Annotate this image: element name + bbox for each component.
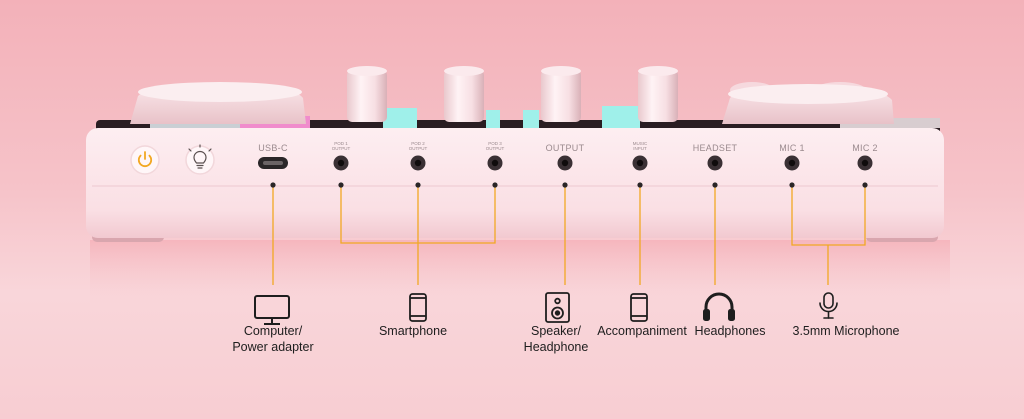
port-label-mic-1: MIC 1 [779, 143, 805, 153]
device-label-headphones: Headphones [694, 324, 766, 338]
lightbulb-icon [188, 144, 212, 169]
teal-fader [383, 108, 417, 130]
connector-dot [862, 182, 868, 188]
jack-pod3-output[interactable] [487, 155, 503, 171]
jack-pod2-output[interactable] [410, 155, 426, 171]
connector-dot [637, 182, 643, 188]
jack-headset[interactable] [707, 155, 723, 171]
knob-2 [444, 66, 484, 122]
port-label-mic-2: MIC 2 [852, 143, 878, 153]
port-label-output: OUTPUT [545, 143, 585, 153]
connector-dot [712, 182, 718, 188]
jack-mic-1[interactable] [784, 155, 800, 171]
connector-dot [338, 182, 344, 188]
knob-3 [541, 66, 581, 122]
speaker-icon [545, 292, 570, 323]
knob-4 [638, 66, 678, 122]
device-label-microphone: 3.5mm Microphone [792, 324, 900, 338]
connector-dot [789, 182, 795, 188]
device-label-speaker: Speaker/ Headphone [523, 324, 589, 354]
port-label-pod2-output: POD 2 OUTPUT [408, 141, 428, 151]
port-label-usb-c: USB-C [258, 143, 288, 153]
microphone-icon [819, 292, 838, 319]
floor-reflection [90, 240, 950, 310]
device-label-smartphone: Smartphone [378, 324, 448, 338]
connector-dot [492, 182, 498, 188]
port-label-pod3-output: POD 3 OUTPUT [485, 141, 505, 151]
connector-dot [562, 182, 568, 188]
jack-music-input[interactable] [632, 155, 648, 171]
device-body [86, 128, 944, 238]
power-button[interactable] [130, 145, 160, 175]
device-label-accompaniment: Accompaniment [597, 324, 687, 338]
port-label-headset: HEADSET [692, 143, 738, 153]
connector-dot [415, 182, 421, 188]
jack-pod1-output[interactable] [333, 155, 349, 171]
left-rotary-dial [130, 82, 306, 124]
light-button[interactable] [185, 144, 215, 175]
right-rotary-dial [722, 82, 894, 124]
monitor-icon [254, 295, 290, 325]
jack-mic-2[interactable] [857, 155, 873, 171]
device-label-computer: Computer/ Power adapter [232, 324, 314, 354]
port-label-pod1-output: POD 1 OUTPUT [331, 141, 351, 151]
connection-lines [272, 185, 866, 285]
headphones-icon [703, 292, 735, 321]
jack-output[interactable] [557, 155, 573, 171]
smartphone-icon [630, 293, 648, 322]
smartphone-icon [409, 293, 427, 322]
connector-dot [270, 182, 276, 188]
knob-1 [347, 66, 387, 122]
port-label-music-input: MUSIC INPUT [632, 141, 648, 151]
power-icon [137, 151, 153, 167]
